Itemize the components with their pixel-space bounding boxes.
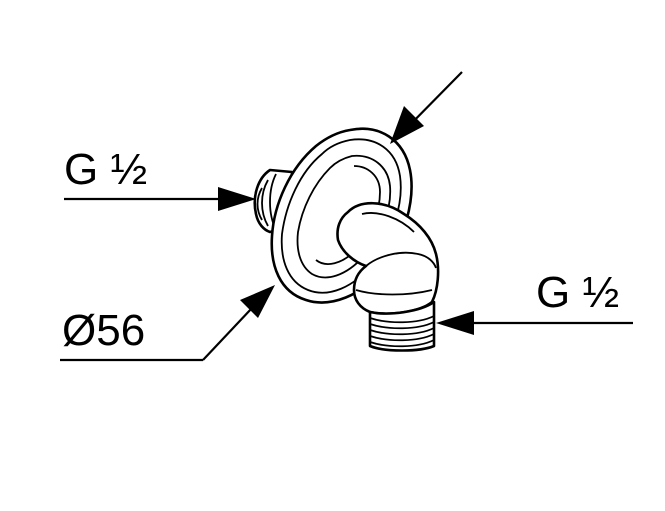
inlet-thread-label: G ½ — [64, 145, 147, 194]
outlet-thread-dimension: G ½ — [436, 268, 633, 335]
diameter-arrowhead-lower — [240, 285, 275, 318]
flange-diameter-dimension: Ø56 — [60, 71, 463, 362]
outlet-arrowhead — [436, 311, 474, 335]
inlet-thread-dimension: G ½ — [64, 145, 256, 211]
inlet-arrowhead — [218, 187, 256, 211]
diameter-leader-diagonal — [202, 307, 253, 361]
wall-elbow-fitting — [253, 127, 440, 352]
diameter-arrowhead-upper — [390, 106, 424, 144]
outlet-threaded-connector — [368, 300, 436, 352]
elbow-body — [336, 201, 440, 315]
outlet-thread-label: G ½ — [536, 268, 619, 317]
flange-diameter-label: Ø56 — [62, 306, 145, 355]
